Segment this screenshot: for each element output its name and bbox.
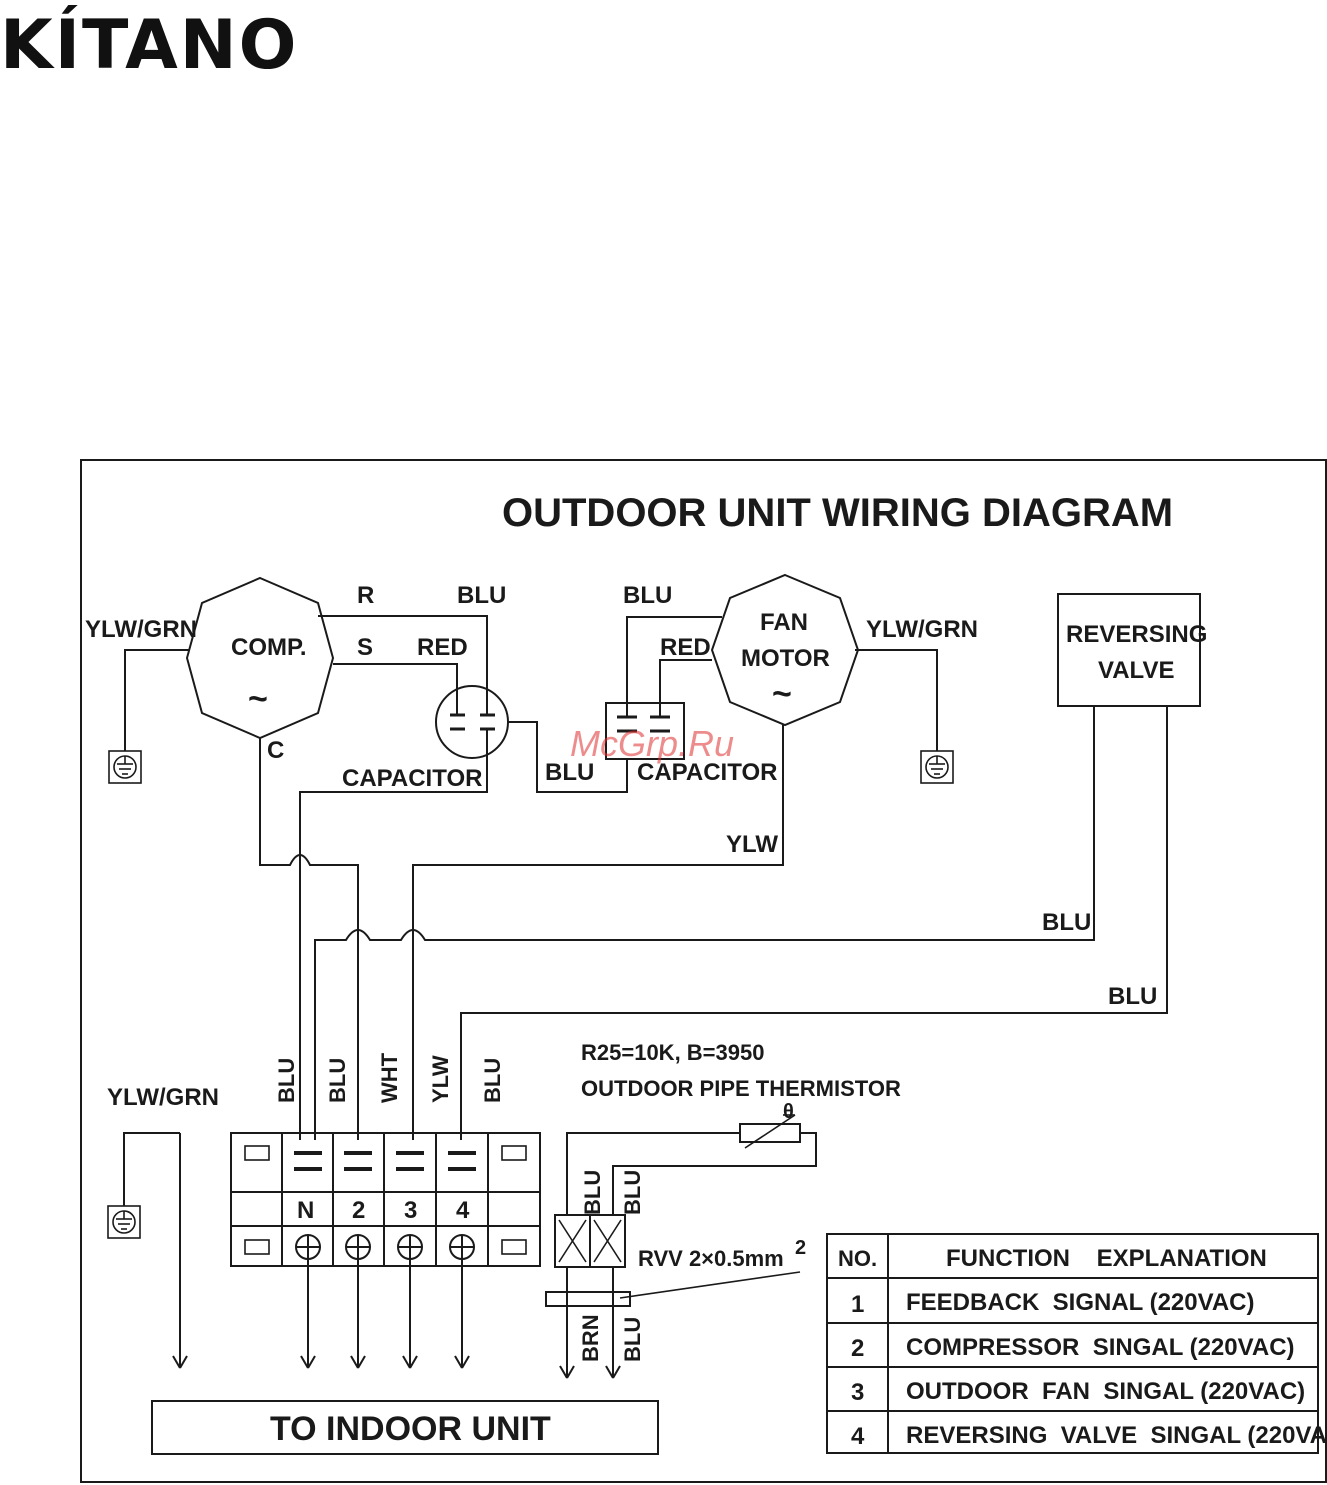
- wire-label-rv-blu-1: BLU: [1042, 909, 1091, 936]
- terminal-screw-n: [295, 1234, 321, 1260]
- ground-icon-indoor: [107, 1205, 141, 1239]
- wire-label-t-ylw: YLW: [428, 1055, 453, 1103]
- wire-label-s-red: RED: [417, 634, 468, 661]
- wire-label-t-blu-2: BLU: [325, 1058, 350, 1103]
- wire-label-r-blu: BLU: [457, 582, 506, 609]
- thermistor-spec: R25=10K, B=3950: [581, 1040, 764, 1065]
- function-table: [826, 1233, 1319, 1454]
- terminal-screw-3: [397, 1234, 423, 1260]
- wire-label-t-wht: WHT: [377, 1052, 402, 1103]
- wire-label-t-blu-3: BLU: [480, 1058, 505, 1103]
- capacitor-label-fan: CAPACITOR: [637, 759, 777, 786]
- wire-label-ylwgrn-indoor: YLW/GRN: [107, 1084, 219, 1111]
- terminal-block: [230, 1132, 541, 1267]
- wire-label-ylwgrn-fan: YLW/GRN: [866, 616, 978, 643]
- diagram-title: OUTDOOR UNIT WIRING DIAGRAM: [502, 491, 1173, 535]
- wire-label-ylwgrn-comp: YLW/GRN: [85, 616, 197, 643]
- terminal-label-2: 2: [352, 1197, 365, 1224]
- wire-label-th-blu-2: BLU: [620, 1170, 645, 1215]
- cable-sleeve: [545, 1291, 631, 1307]
- table-header-function: FUNCTION EXPLANATION: [946, 1245, 1267, 1272]
- thermistor-name: OUTDOOR PIPE THERMISTOR: [581, 1076, 901, 1101]
- svg-text:θ: θ: [783, 1101, 794, 1123]
- cable-spec-superscript: 2: [795, 1237, 806, 1259]
- table-row-text-1: FEEDBACK SIGNAL (220VAC): [906, 1289, 1255, 1316]
- wire-label-t-blu-1: BLU: [274, 1058, 299, 1103]
- compressor-capacitor: [435, 685, 509, 759]
- svg-text:~: ~: [248, 680, 268, 718]
- cable-spec: RVV 2×0.5mm: [638, 1246, 784, 1271]
- reversing-valve: REVERSING VALVE: [1057, 593, 1207, 707]
- indoor-unit-label: TO INDOOR UNIT: [270, 1410, 551, 1448]
- table-row-no-4: 4: [851, 1423, 865, 1450]
- ground-icon-compressor: [108, 750, 142, 784]
- compressor: COMP. ~: [185, 576, 335, 740]
- ground-icon-fan: [920, 750, 954, 784]
- terminal-label-3: 3: [404, 1197, 417, 1224]
- comp-pin-s: S: [357, 634, 373, 661]
- wire-label-cap-blu: BLU: [545, 759, 594, 786]
- svg-text:~: ~: [772, 675, 792, 713]
- watermark: McGrp.Ru: [570, 723, 734, 764]
- svg-text:MOTOR: MOTOR: [741, 645, 830, 672]
- capacitor-label-compressor: CAPACITOR: [342, 765, 482, 792]
- table-row-text-3: OUTDOOR FAN SINGAL (220VAC): [906, 1378, 1305, 1405]
- table-row-text-4: REVERSING VALVE SINGAL (220VAC): [906, 1422, 1327, 1449]
- terminal-screw-2: [345, 1234, 371, 1260]
- svg-text:REVERSING: REVERSING: [1066, 621, 1207, 648]
- table-row-no-1: 1: [851, 1291, 864, 1318]
- wire-label-rv-blu-2: BLU: [1108, 983, 1157, 1010]
- wire-label-fan-blu: BLU: [623, 582, 672, 609]
- indoor-unit-box: [151, 1400, 659, 1455]
- wire-label-brn: BRN: [578, 1314, 603, 1362]
- thermistor-connector: [554, 1214, 626, 1268]
- wire-label-fan-red: RED: [660, 634, 711, 661]
- kitano-logo: KÍTANO: [0, 5, 298, 85]
- wire-label-fan-ylw: YLW: [726, 831, 778, 858]
- terminal-label-n: N: [297, 1197, 314, 1224]
- svg-text:FAN: FAN: [760, 609, 808, 636]
- wire-label-th-blu-1: BLU: [580, 1170, 605, 1215]
- thermistor-symbol: θ: [566, 1101, 817, 1215]
- svg-text:COMP.: COMP.: [231, 634, 307, 661]
- comp-pin-c: C: [267, 737, 284, 764]
- terminal-screw-4: [449, 1234, 475, 1260]
- diagram-frame: [80, 459, 1327, 1483]
- table-row-text-2: COMPRESSOR SINGAL (220VAC): [906, 1334, 1295, 1361]
- table-row-no-3: 3: [851, 1379, 864, 1406]
- terminal-label-4: 4: [456, 1197, 470, 1224]
- fan-motor: FAN MOTOR ~: [710, 573, 860, 727]
- table-header-no: NO.: [838, 1246, 877, 1271]
- svg-text:VALVE: VALVE: [1098, 657, 1174, 684]
- table-row-no-2: 2: [851, 1335, 864, 1362]
- wire-label-bottom-blu: BLU: [620, 1317, 645, 1362]
- comp-pin-r: R: [357, 582, 374, 609]
